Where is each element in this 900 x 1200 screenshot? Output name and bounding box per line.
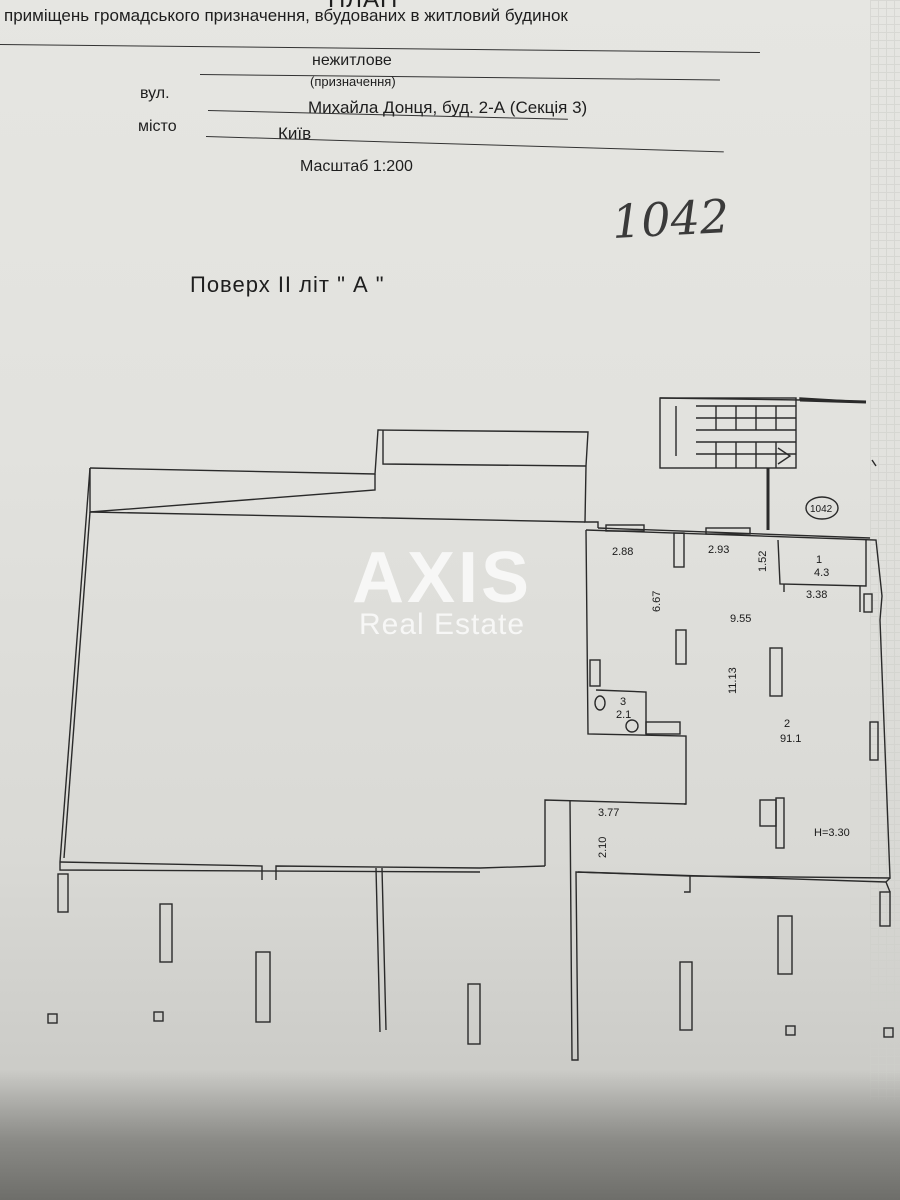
dimension-label: 3.38 xyxy=(806,589,827,601)
plan-wall-top-band xyxy=(89,468,376,513)
dimension-label: 2.93 xyxy=(708,544,729,556)
dimension-label: 3.77 xyxy=(598,807,619,819)
plan-stamp-circle xyxy=(805,496,839,520)
plan-ext-wall xyxy=(375,867,387,1033)
floor-title: Поверх II літ " А " xyxy=(190,272,385,297)
plan-window xyxy=(605,524,645,532)
plan-room-1-door xyxy=(783,584,861,612)
plan-ext-column xyxy=(879,891,891,927)
photo-shadow xyxy=(0,1070,900,1200)
plan-wall-left-inner xyxy=(63,511,91,859)
graph-paper-edge xyxy=(870,0,900,1100)
plan-ext-post xyxy=(785,1025,796,1036)
dimension-label: 9.55 xyxy=(730,613,751,625)
plan-stairwell xyxy=(659,397,797,469)
scale-label: Масштаб 1:200 xyxy=(300,158,413,175)
plan-stair-wall-top xyxy=(799,398,867,404)
stair-arrow-icon xyxy=(777,447,792,465)
plan-ext-post xyxy=(153,1011,164,1022)
street-value: Михайла Донця, буд. 2-А (Секція 3) xyxy=(308,98,588,117)
plan-ext-post xyxy=(47,1013,58,1024)
purpose-caption: (призначення) xyxy=(310,74,396,89)
plan-mark xyxy=(871,459,877,467)
plan-wall-inner-top xyxy=(89,511,586,523)
plan-room-3 xyxy=(595,689,647,734)
plan-ext-column xyxy=(159,903,173,963)
document-title: ПЛАН xyxy=(328,0,398,14)
plan-wall-corner xyxy=(885,877,891,893)
plan-wall-unit-outer xyxy=(585,529,891,879)
paper-sheet xyxy=(0,0,900,1160)
dimension-label: 2.10 xyxy=(597,837,609,858)
dimension-label: 2.88 xyxy=(612,546,633,558)
plan-wall-bottom-left xyxy=(59,861,546,880)
plan-ext-column xyxy=(777,915,793,975)
room-1-number: 1 xyxy=(816,554,822,566)
stair-steps xyxy=(675,405,796,468)
dimension-label: 6.67 xyxy=(651,591,663,612)
street-label: вул. xyxy=(140,85,170,102)
plan-column xyxy=(673,532,685,568)
plan-ext-column xyxy=(255,951,271,1023)
plan-ext-column xyxy=(679,961,693,1031)
toilet-icon xyxy=(594,695,606,711)
watermark: AXIS Real Estate xyxy=(352,542,532,642)
plan-stamp-label: 1042 xyxy=(810,504,833,515)
plan-wall-top-left xyxy=(89,429,599,528)
plan-wall-left xyxy=(59,467,91,863)
plan-column xyxy=(863,593,873,613)
plan-wall-unit-top-inner xyxy=(597,527,871,539)
ceiling-height-label: H=3.30 xyxy=(814,827,850,839)
plan-room-3-fixture xyxy=(589,659,601,687)
plan-room-3-door xyxy=(645,721,681,735)
plan-column xyxy=(675,629,687,665)
watermark-main: AXIS xyxy=(352,538,533,618)
plan-column xyxy=(759,799,777,827)
watermark-sub: Real Estate xyxy=(358,608,526,641)
sink-icon xyxy=(625,719,639,733)
plan-column xyxy=(775,797,785,849)
document-subtitle: приміщень громадського призначення, вбуд… xyxy=(4,6,568,25)
plan-wall-bottom-right xyxy=(577,871,887,883)
plan-wall-bottom-edge xyxy=(59,862,481,873)
dimension-label: 11.13 xyxy=(727,667,739,694)
plan-ext-post xyxy=(883,1027,894,1038)
plan-ext-column xyxy=(57,873,69,913)
plan-window xyxy=(705,527,751,535)
room-2-area: 91.1 xyxy=(780,733,801,745)
room-2-number: 2 xyxy=(784,718,790,730)
plan-room-1 xyxy=(777,539,867,587)
plan-column xyxy=(869,721,879,761)
room-3-area: 2.1 xyxy=(616,709,631,721)
purpose-value: нежитлове xyxy=(312,52,392,69)
city-label: місто xyxy=(138,118,177,135)
plan-ext-column xyxy=(467,983,481,1045)
plan-wall-unit-left xyxy=(544,529,687,866)
room-3-number: 3 xyxy=(620,696,626,708)
plan-wall-upper-box xyxy=(382,430,587,467)
dimension-label: 1.52 xyxy=(757,551,769,572)
plan-column xyxy=(769,647,783,697)
plan-wall-corridor-right xyxy=(569,799,691,1061)
room-1-area: 4.3 xyxy=(814,567,829,579)
